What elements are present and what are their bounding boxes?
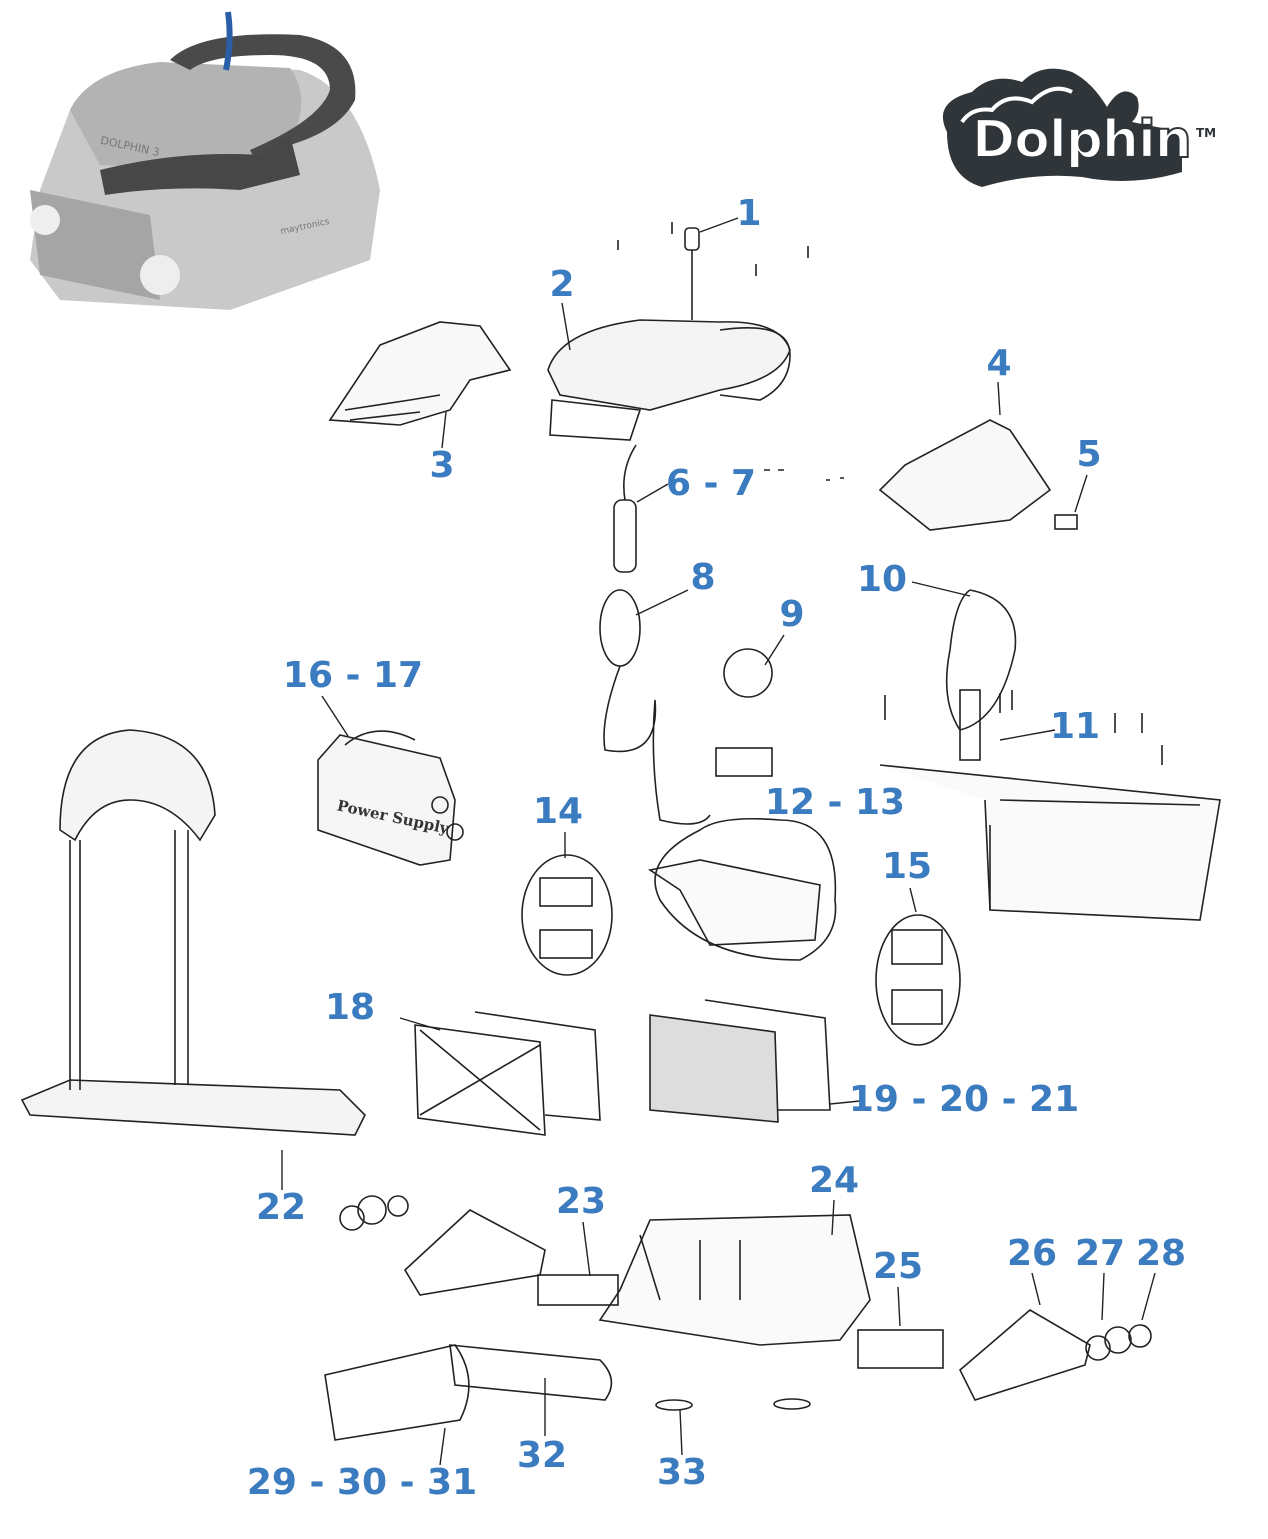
callout-29-30-31: 29 - 30 - 31 — [246, 1462, 478, 1503]
part-33-pad — [773, 1398, 811, 1410]
part-cable-floats — [599, 444, 844, 825]
callout-27: 27 — [1074, 1233, 1126, 1274]
callout-9: 9 — [779, 594, 805, 635]
part-brush-cylinder — [449, 1344, 613, 1401]
part-side-panel-right — [878, 419, 1052, 531]
callout-25: 25 — [872, 1246, 924, 1287]
callout-26: 26 — [1006, 1233, 1058, 1274]
part-fine-filter-panels — [649, 999, 831, 1123]
dolphin-logo: Dolphin TM — [932, 62, 1216, 192]
callout-2: 2 — [549, 264, 575, 305]
part-track-left — [403, 1209, 546, 1296]
callout-1: 1 — [736, 193, 762, 234]
part-side-panel-left — [328, 321, 512, 426]
part-motor-unit — [647, 589, 1221, 961]
logo-wave-shape — [942, 68, 1182, 187]
part-15-filter-clips — [875, 914, 961, 1046]
logo-text: Dolphin — [971, 109, 1193, 171]
part-14-filter-clips — [521, 854, 613, 976]
callout-10: 10 — [856, 559, 908, 600]
part-track-right — [959, 1309, 1091, 1401]
callout-22: 22 — [255, 1187, 307, 1228]
part-filter-panels — [414, 1011, 601, 1136]
part-brush — [324, 1344, 470, 1441]
callout-3: 3 — [429, 445, 455, 486]
callout-6-7: 6 - 7 — [665, 463, 757, 504]
part-23-weight — [537, 1274, 619, 1306]
callout-16-17: 16 - 17 — [282, 655, 424, 696]
callout-12-13: 12 - 13 — [764, 782, 906, 823]
callout-8: 8 — [690, 557, 716, 598]
callout-4: 4 — [986, 343, 1012, 384]
part-9-detail-circle — [723, 648, 773, 698]
part-25-weight — [857, 1329, 944, 1369]
callout-5: 5 — [1076, 434, 1102, 475]
part-top-cover — [547, 319, 791, 441]
callout-14: 14 — [532, 791, 584, 832]
part-swivel-cable — [617, 222, 809, 320]
part-power-supply — [317, 730, 464, 866]
part-5-clip — [1054, 514, 1078, 530]
callout-32: 32 — [516, 1435, 568, 1476]
callout-19-20-21: 19 - 20 - 21 — [848, 1079, 1080, 1120]
callout-15: 15 — [881, 846, 933, 887]
callout-28: 28 — [1135, 1233, 1187, 1274]
robot-product-photo — [30, 11, 380, 310]
callout-18: 18 — [324, 987, 376, 1028]
part-33-pad — [655, 1399, 693, 1411]
callout-33: 33 — [656, 1452, 708, 1493]
callout-11: 11 — [1049, 706, 1101, 747]
callout-24: 24 — [808, 1160, 860, 1201]
leader-lines — [281, 217, 1156, 1466]
part-chassis — [598, 1214, 871, 1346]
callout-23: 23 — [555, 1181, 607, 1222]
part-wheels — [339, 1195, 1152, 1361]
part-caddy-stand — [20, 729, 366, 1136]
trademark: TM — [1196, 126, 1217, 140]
